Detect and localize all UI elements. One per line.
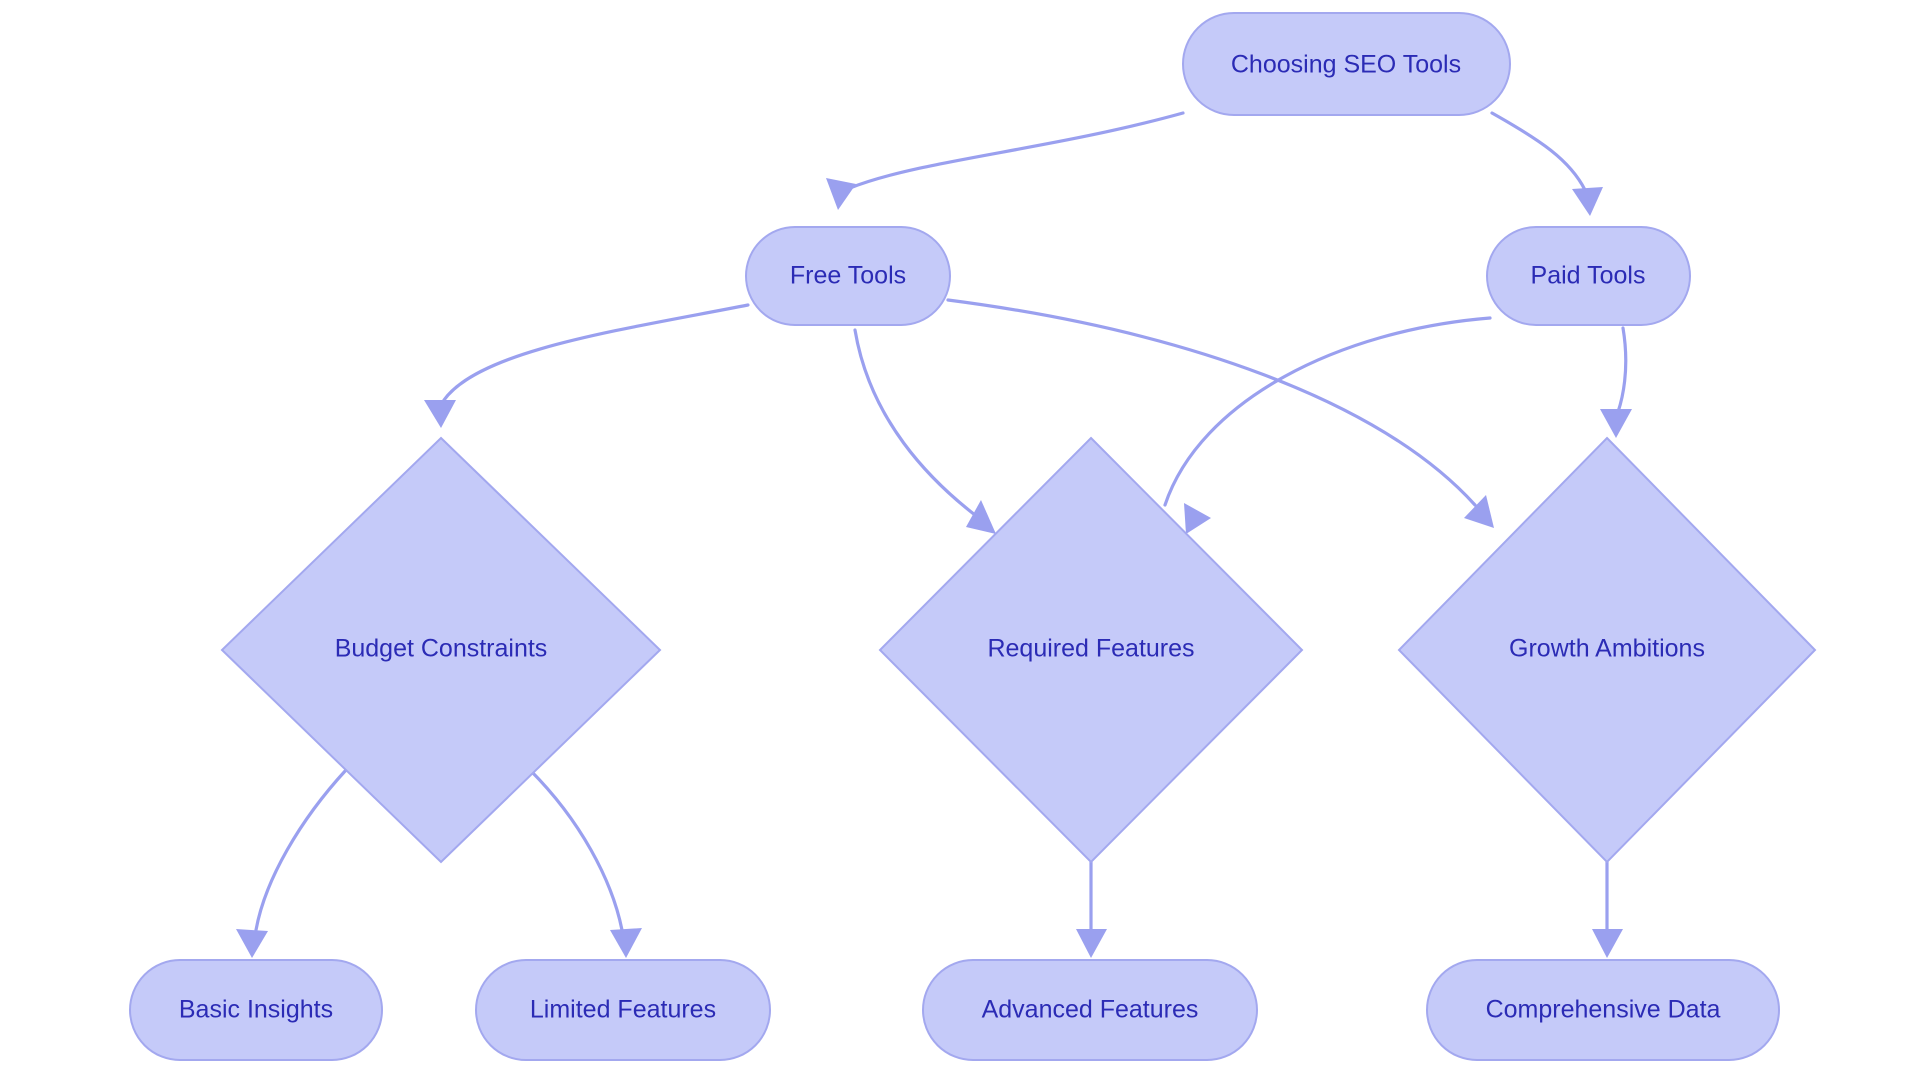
arrowhead-icon bbox=[424, 400, 456, 428]
arrowhead-icon bbox=[1572, 187, 1603, 216]
arrowhead-icon bbox=[236, 929, 268, 958]
node-layer: Choosing SEO Tools Free Tools Paid Tools… bbox=[129, 12, 1817, 1061]
node-shape-diamond[interactable] bbox=[878, 436, 1304, 864]
node-shape-rounded-rectangle[interactable] bbox=[475, 959, 771, 1061]
node-shape-rounded-rectangle[interactable] bbox=[922, 959, 1258, 1061]
edge-root-to-free-tools bbox=[826, 111, 1185, 210]
edge-growth-ambitions-to-comprehensive-data bbox=[1592, 860, 1623, 958]
edge-line bbox=[1490, 111, 1587, 192]
node-shape-rounded-rectangle[interactable] bbox=[1426, 959, 1780, 1061]
node-paid-tools[interactable]: Paid Tools bbox=[1486, 226, 1691, 326]
node-growth-ambitions[interactable]: Growth Ambitions bbox=[1397, 436, 1817, 864]
edge-free-tools-to-budget-constraints bbox=[424, 303, 750, 428]
node-shape-rounded-rectangle[interactable] bbox=[1486, 226, 1691, 326]
node-shape-rounded-rectangle[interactable] bbox=[129, 959, 383, 1061]
node-comprehensive-data[interactable]: Comprehensive Data bbox=[1426, 959, 1780, 1061]
node-budget-constraints[interactable]: Budget Constraints bbox=[220, 436, 662, 864]
edge-line bbox=[853, 328, 977, 517]
node-basic-insights[interactable]: Basic Insights bbox=[129, 959, 383, 1061]
arrowhead-icon bbox=[1076, 929, 1107, 958]
edge-budget-constraints-to-basic-insights bbox=[236, 768, 348, 958]
node-shape-rounded-rectangle[interactable] bbox=[745, 226, 951, 326]
edge-paid-tools-to-required-features bbox=[1163, 316, 1492, 534]
edge-root-to-paid-tools bbox=[1490, 111, 1603, 216]
edge-line bbox=[1616, 326, 1628, 414]
node-shape-rounded-rectangle[interactable] bbox=[1182, 12, 1511, 116]
edge-layer bbox=[236, 111, 1632, 958]
node-shape-diamond[interactable] bbox=[1397, 436, 1817, 864]
edge-required-features-to-advanced-features bbox=[1076, 860, 1107, 958]
edge-line bbox=[848, 111, 1185, 190]
arrowhead-icon bbox=[966, 500, 996, 534]
edge-line bbox=[1163, 316, 1492, 507]
edge-paid-tools-to-growth-ambitions bbox=[1600, 326, 1632, 438]
arrowhead-icon bbox=[1464, 495, 1494, 528]
arrowhead-icon bbox=[1600, 409, 1632, 438]
arrowhead-icon bbox=[1184, 503, 1211, 534]
node-advanced-features[interactable]: Advanced Features bbox=[922, 959, 1258, 1061]
edge-free-tools-to-required-features bbox=[853, 328, 996, 534]
edge-line bbox=[254, 768, 348, 932]
node-choosing-seo-tools[interactable]: Choosing SEO Tools bbox=[1182, 12, 1511, 116]
arrowhead-icon bbox=[1592, 929, 1623, 958]
edge-line bbox=[946, 298, 1477, 507]
edge-budget-constraints-to-limited-features bbox=[528, 768, 642, 958]
arrowhead-icon bbox=[610, 928, 642, 958]
node-shape-diamond[interactable] bbox=[220, 436, 662, 864]
edge-free-tools-to-growth-ambitions bbox=[946, 298, 1494, 528]
edge-line bbox=[528, 768, 624, 932]
edge-line bbox=[442, 303, 750, 402]
node-limited-features[interactable]: Limited Features bbox=[475, 959, 771, 1061]
arrowhead-icon bbox=[826, 178, 856, 210]
node-free-tools[interactable]: Free Tools bbox=[745, 226, 951, 326]
node-required-features[interactable]: Required Features bbox=[878, 436, 1304, 864]
